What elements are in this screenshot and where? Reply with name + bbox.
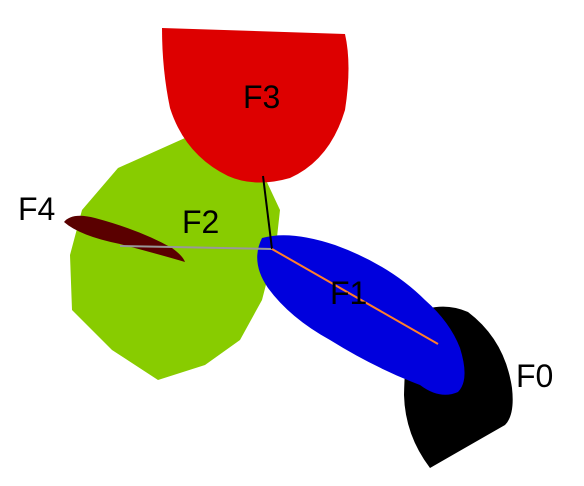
link-f1-f2 bbox=[119, 245, 273, 250]
label-f4: F4 bbox=[18, 191, 55, 227]
label-f1: F1 bbox=[330, 275, 367, 311]
label-f0: F0 bbox=[516, 358, 553, 394]
fragment-f1-shape bbox=[257, 235, 465, 395]
link-f2-f3 bbox=[262, 175, 273, 250]
label-f2: F2 bbox=[182, 204, 219, 240]
link-f0-f1 bbox=[271, 248, 439, 345]
fragment-f3-shape bbox=[162, 28, 349, 183]
fragment-f4-shape bbox=[64, 215, 185, 262]
label-f3: F3 bbox=[243, 79, 280, 115]
